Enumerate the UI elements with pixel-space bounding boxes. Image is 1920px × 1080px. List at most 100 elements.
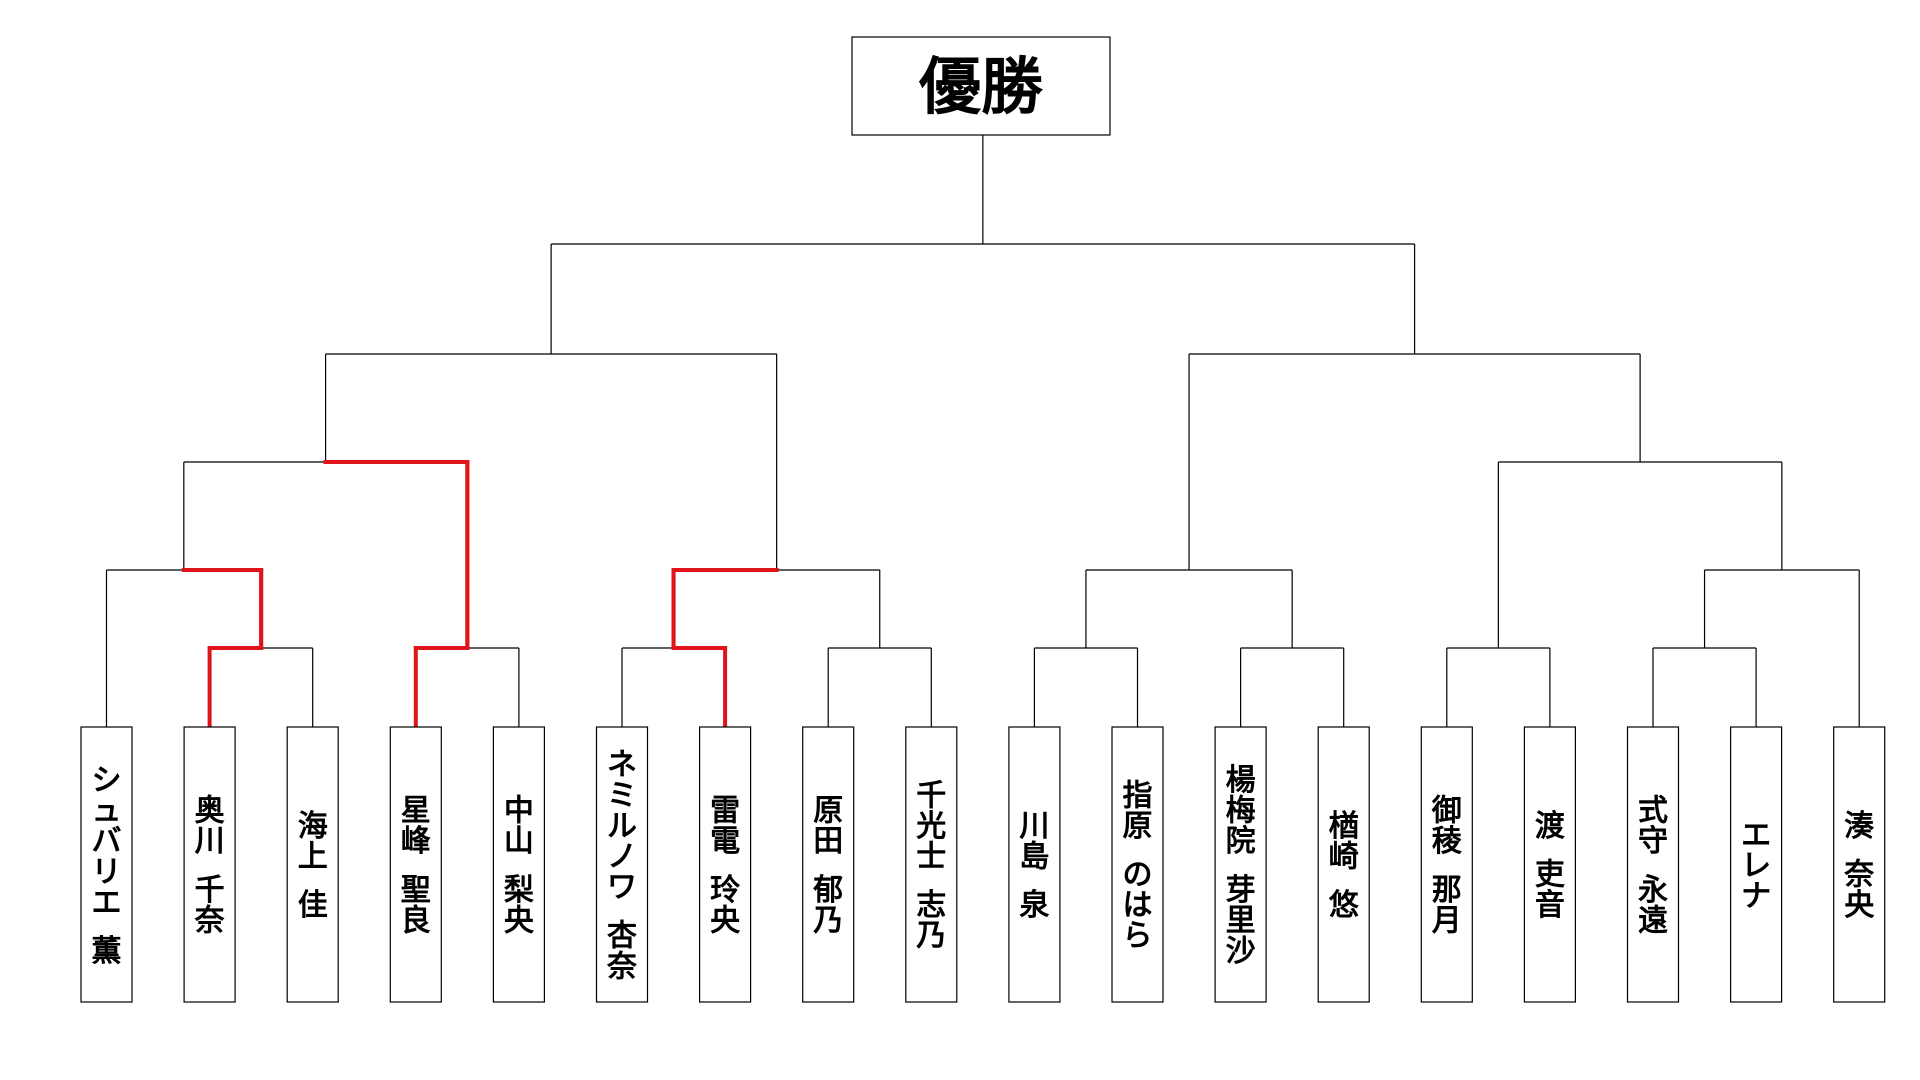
name-char: ら bbox=[1123, 919, 1153, 954]
name-char: 良 bbox=[401, 903, 431, 938]
name-char: 聖 bbox=[401, 873, 431, 908]
player-given-name: 奈央 bbox=[1843, 858, 1875, 924]
player-box-frame bbox=[802, 726, 855, 1003]
winner-lines bbox=[181, 460, 779, 729]
name-char: ネ bbox=[607, 748, 637, 783]
name-char: 光 bbox=[916, 809, 946, 844]
name-char: ュ bbox=[92, 794, 122, 829]
player-box: 海上佳 bbox=[286, 726, 339, 1003]
name-char: 玲 bbox=[710, 873, 740, 908]
name-char: 原 bbox=[1123, 809, 1153, 844]
player-box-frame bbox=[1523, 726, 1577, 1003]
player-surname: 原田 bbox=[813, 794, 843, 860]
name-char: 原 bbox=[813, 794, 843, 829]
name-char: 中 bbox=[504, 794, 534, 829]
name-char: 千 bbox=[195, 873, 225, 908]
player-box-frame bbox=[1729, 726, 1783, 1003]
name-char: 湊 bbox=[1844, 809, 1874, 844]
name-char: 月 bbox=[1432, 903, 1462, 938]
name-char: 電 bbox=[710, 824, 740, 859]
name-char: 央 bbox=[710, 903, 741, 938]
player-surname: 指原 bbox=[1123, 778, 1153, 844]
name-char: 郁 bbox=[812, 873, 843, 908]
player-given-name: 芽里沙 bbox=[1226, 873, 1256, 969]
player-given-name: 玲央 bbox=[710, 873, 741, 939]
name-char: 楢 bbox=[1329, 809, 1359, 844]
player-given-name: 吏音 bbox=[1535, 858, 1566, 924]
player-surname: シュバリエ bbox=[92, 763, 122, 920]
name-char: 乃 bbox=[916, 919, 946, 954]
player-surname: 楢崎 bbox=[1329, 809, 1359, 875]
name-char: 志 bbox=[916, 888, 946, 923]
champion-title: 優勝 bbox=[918, 50, 1044, 123]
name-char: 吏 bbox=[1535, 858, 1566, 893]
player-given-name: 梨央 bbox=[504, 873, 535, 939]
player-boxes: シュバリエ薫奥川千奈海上佳星峰聖良中山梨央ネミルノワ杏奈雷電玲央原田郁乃千光士志… bbox=[80, 726, 1886, 1003]
player-box-frame bbox=[1626, 726, 1680, 1003]
player-given-name: 千奈 bbox=[194, 873, 226, 939]
player-surname: 川島 bbox=[1019, 809, 1049, 875]
name-char: 泉 bbox=[1019, 888, 1049, 923]
player-box-frame bbox=[1420, 726, 1473, 1003]
name-char: 守 bbox=[1638, 824, 1668, 859]
name-char: 楊 bbox=[1226, 763, 1256, 798]
name-char: 式 bbox=[1638, 794, 1668, 829]
player-box: 渡吏音 bbox=[1523, 726, 1577, 1003]
player-given-name: 聖良 bbox=[401, 873, 431, 939]
name-char: 山 bbox=[504, 824, 534, 859]
name-char: 奥 bbox=[195, 794, 225, 829]
player-box-frame bbox=[80, 726, 133, 1003]
player-box-frame bbox=[595, 726, 649, 1003]
player-surname: ネミルノワ bbox=[607, 748, 637, 905]
name-char: 千 bbox=[916, 778, 946, 813]
player-surname: 湊 bbox=[1844, 809, 1874, 844]
name-char: 奈 bbox=[1843, 858, 1875, 893]
player-box-frame bbox=[1111, 726, 1164, 1003]
name-char: 島 bbox=[1019, 840, 1049, 875]
name-char: 士 bbox=[916, 840, 946, 875]
player-box: 楢崎悠 bbox=[1317, 726, 1370, 1003]
name-char: 星 bbox=[401, 794, 431, 829]
player-box-frame bbox=[698, 726, 752, 1003]
name-char: レ bbox=[1741, 849, 1771, 884]
player-given-name: 杏奈 bbox=[606, 919, 638, 985]
player-given-name: のはら bbox=[1123, 858, 1153, 954]
name-char: 芽 bbox=[1226, 873, 1256, 908]
name-char: 梅 bbox=[1226, 794, 1256, 829]
player-surname: 楊梅院 bbox=[1226, 763, 1256, 859]
player-box: エレナ bbox=[1729, 726, 1783, 1003]
player-given-name: 佳 bbox=[298, 888, 328, 923]
player-box-frame bbox=[1214, 726, 1267, 1003]
name-char: バ bbox=[92, 824, 122, 859]
name-char: 院 bbox=[1226, 824, 1256, 859]
name-char: 沙 bbox=[1226, 934, 1256, 969]
player-surname: 海上 bbox=[298, 809, 328, 875]
name-char: 薫 bbox=[92, 934, 122, 969]
player-given-name: 泉 bbox=[1019, 888, 1049, 923]
name-char: 乃 bbox=[813, 903, 843, 938]
name-char: 崎 bbox=[1329, 840, 1359, 875]
player-surname: エレナ bbox=[1741, 818, 1771, 914]
player-surname: 式守 bbox=[1638, 794, 1668, 860]
name-char: 央 bbox=[504, 903, 535, 938]
player-given-name: 永遠 bbox=[1638, 873, 1668, 939]
bracket-lines bbox=[105, 135, 1860, 727]
name-char: 川 bbox=[195, 824, 225, 859]
name-char: 悠 bbox=[1328, 888, 1360, 923]
player-box-frame bbox=[905, 726, 958, 1003]
name-char: 川 bbox=[1019, 809, 1049, 844]
player-given-name: 那月 bbox=[1432, 873, 1462, 939]
player-given-name: 郁乃 bbox=[812, 873, 843, 939]
name-char: 杏 bbox=[607, 919, 637, 954]
name-char: は bbox=[1123, 888, 1153, 923]
player-box-frame bbox=[389, 726, 442, 1003]
champion-box-frame bbox=[851, 36, 1111, 136]
player-given-name: 悠 bbox=[1328, 888, 1360, 923]
